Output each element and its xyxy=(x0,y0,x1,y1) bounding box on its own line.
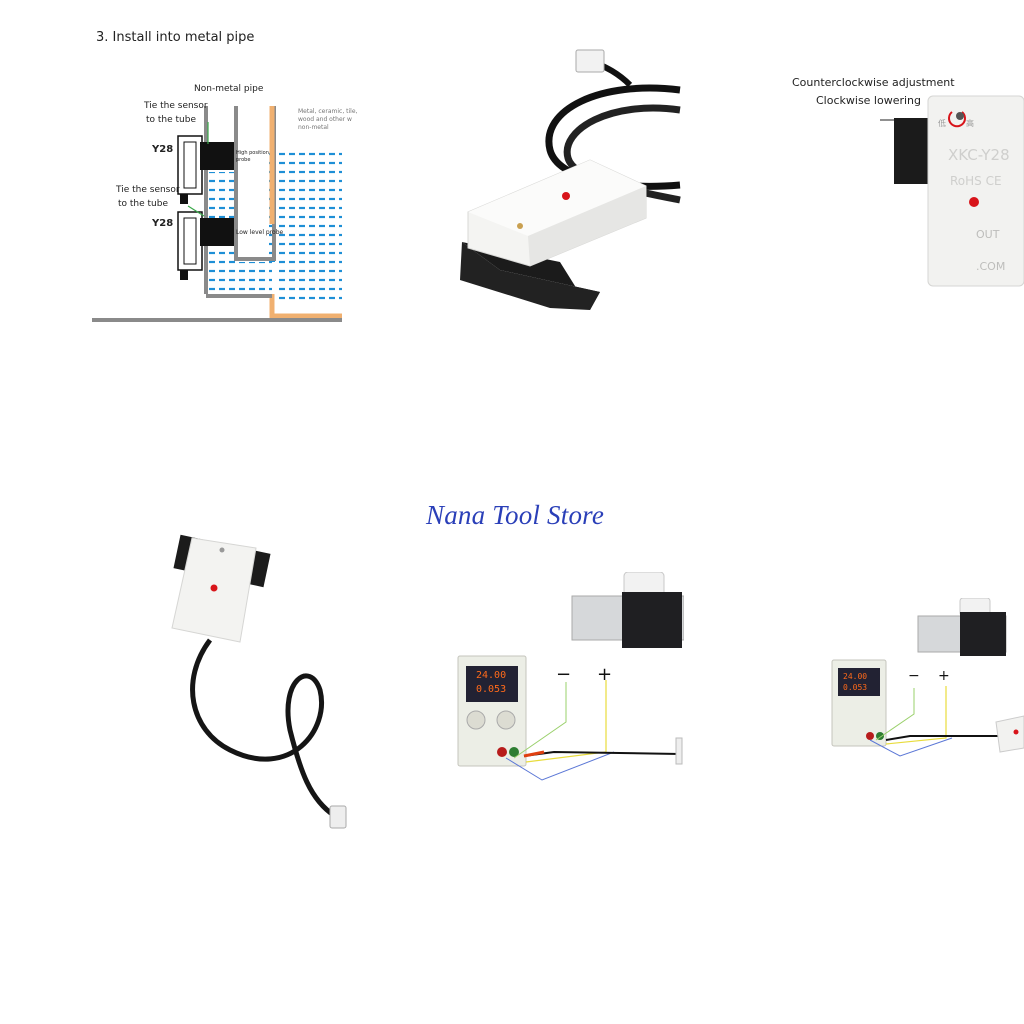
label-high-probe-a: High position xyxy=(236,150,269,156)
label-materials-b: wood and other w xyxy=(298,116,352,123)
ps-voltage-display: 24.00 xyxy=(476,670,507,681)
label-tie-1b: to the tube xyxy=(146,115,197,125)
wiring-diagram: 24.00 0.053 − + xyxy=(454,572,684,786)
ps-current-display-2: 0.053 xyxy=(843,683,868,692)
water-outer xyxy=(278,152,342,304)
knob-low-label: 低 xyxy=(938,119,946,128)
label-tie-1a: Tie the sensor xyxy=(144,101,208,111)
label-high-probe-b: probe xyxy=(236,157,251,163)
housing-out-text: OUT xyxy=(976,228,1000,241)
minus-label: − xyxy=(556,664,572,685)
housing-cert-text: RoHS CE xyxy=(950,174,1002,188)
diagram-heading: 3. Install into metal pipe xyxy=(96,30,255,45)
housing-com-text: .COM xyxy=(976,260,1006,273)
sensor-product-photo xyxy=(440,40,684,320)
ps-voltage-display-2: 24.00 xyxy=(843,672,868,681)
wiring-diagram-2: 24.00 0.053 − + xyxy=(830,598,1024,758)
adjust-arrow-icon xyxy=(948,111,966,128)
housing-model-text: XKC-Y28 xyxy=(948,146,1010,164)
knob-high-label: 高 xyxy=(966,119,974,128)
label-y28-top: Y28 xyxy=(152,144,174,155)
sensor-bottom xyxy=(177,211,203,271)
mount-bracket xyxy=(894,118,934,184)
sensor-cable-photo xyxy=(170,530,350,840)
plus-label: + xyxy=(597,664,613,685)
sensor-top xyxy=(177,135,203,195)
sensor-closeup: Counterclockwise adjustment Clockwise lo… xyxy=(780,70,1024,300)
closeup-housing xyxy=(927,95,1024,287)
label-cw-lowering: Clockwise lowering xyxy=(816,94,922,107)
adjust-knob xyxy=(956,112,964,120)
orange-wall xyxy=(269,294,342,319)
label-non-metal-pipe: Non-metal pipe xyxy=(194,84,264,94)
label-low-probe: Low level probe xyxy=(236,229,284,236)
ps-current-display: 0.053 xyxy=(476,684,507,695)
label-tie-2a: Tie the sensor xyxy=(116,185,180,195)
minus-label-2: − xyxy=(908,668,920,684)
plus-label-2: + xyxy=(938,668,950,684)
label-materials-a: Metal, ceramic, tile, xyxy=(298,108,358,115)
label-ccw-adjustment: Counterclockwise adjustment xyxy=(792,76,955,89)
store-name: Nana Tool Store xyxy=(426,500,605,530)
label-y28-bottom: Y28 xyxy=(152,218,174,229)
installation-diagram: 3. Install into metal pipe xyxy=(88,24,358,324)
led-indicator xyxy=(562,192,570,200)
closeup-led xyxy=(969,197,979,207)
bottom-led xyxy=(210,584,218,592)
cable-connector xyxy=(575,49,605,73)
label-materials-c: non-metal xyxy=(298,124,329,131)
bottom-connector xyxy=(329,805,347,829)
pipe-diagram xyxy=(92,106,342,322)
label-tie-2b: to the tube xyxy=(118,199,169,209)
